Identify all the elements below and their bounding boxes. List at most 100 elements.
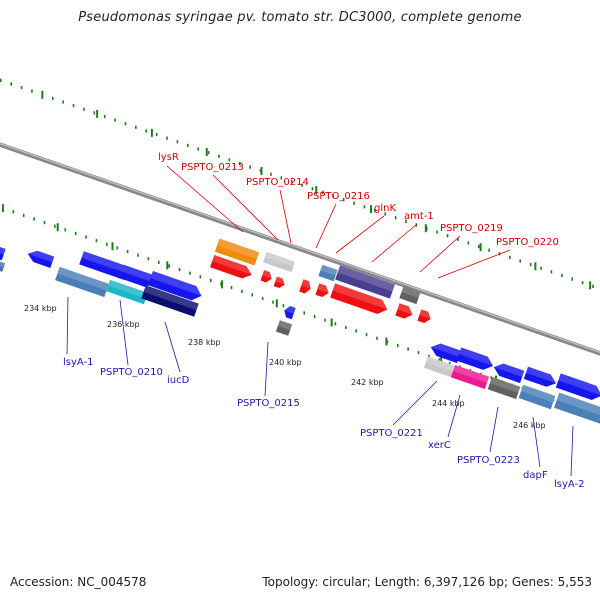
gene-arrow-gloss <box>419 309 431 319</box>
tick-label: 240 kbp <box>269 358 302 367</box>
gene-arrow <box>260 270 272 283</box>
gene-arrow-shape <box>523 366 557 387</box>
gene-arrow-gloss <box>493 363 525 377</box>
gene-arrow <box>456 347 494 370</box>
gene-arrow <box>493 363 525 384</box>
gene-arrow-gloss <box>114 264 153 282</box>
accession-text: Accession: NC_004578 <box>10 575 147 589</box>
gene-arrow-gloss <box>301 279 311 289</box>
gene-arrow <box>315 283 329 298</box>
gene-arrow <box>555 373 600 401</box>
leader-line-bottom <box>570 425 574 477</box>
gene-label-PSPTO_0214: PSPTO_0214 <box>246 177 309 188</box>
gene-block-shape <box>399 285 421 305</box>
gene-block-gloss <box>57 266 109 291</box>
leader-line-bottom <box>392 380 438 426</box>
gene-arrow <box>114 264 153 288</box>
gene-label-PSPTO_0223: PSPTO_0223 <box>457 455 520 466</box>
backbone-highlight <box>0 143 600 353</box>
gene-arrow-shape <box>330 283 388 314</box>
leader-line-top <box>212 174 279 241</box>
gene-block-shape <box>423 356 457 378</box>
genome-stats-text: Topology: circular; Length: 6,397,126 bp… <box>262 575 592 589</box>
gene-label-PSPTO_0219: PSPTO_0219 <box>440 223 503 234</box>
gene-label-PSPTO_0210: PSPTO_0210 <box>100 367 163 378</box>
gene-block-gloss <box>556 392 600 420</box>
gene-label-PSPTO_0220: PSPTO_0220 <box>496 237 559 248</box>
tick-label: 246 kbp <box>513 421 546 430</box>
gene-block-gloss <box>452 364 490 383</box>
leader-line-bottom <box>447 394 461 438</box>
gene-block-gloss <box>277 320 293 331</box>
leader-line-bottom <box>264 341 269 397</box>
leader-line-bottom <box>164 321 181 373</box>
gene-block-gloss <box>320 264 338 276</box>
gene-block-gloss <box>143 285 199 311</box>
leader-line-top <box>419 235 461 273</box>
gene-arrow-gloss <box>275 276 285 285</box>
gene-block <box>106 279 148 305</box>
gene-arrow-gloss <box>525 366 557 384</box>
gene-block-gloss <box>337 265 395 292</box>
gene-arrow <box>417 309 431 324</box>
leader-line-top <box>315 203 337 249</box>
gene-block-shape <box>335 265 395 299</box>
gene-label-lsyA-1: lsyA-1 <box>63 357 94 368</box>
gene-arrow-gloss <box>0 247 6 255</box>
gene-block <box>335 265 395 299</box>
gene-label-amt-1: amt-1 <box>404 211 434 222</box>
gene-block <box>55 266 109 298</box>
gene-block-gloss <box>217 238 260 259</box>
gene-block <box>399 285 421 305</box>
gene-arrow-gloss <box>332 283 388 310</box>
gene-arrow <box>0 247 6 261</box>
leader-line-top <box>166 165 244 233</box>
gene-block-gloss <box>108 279 148 299</box>
gene-arrow-shape <box>299 279 311 294</box>
gene-arrow <box>395 303 413 319</box>
gene-block <box>141 285 199 317</box>
gene-features <box>0 238 600 428</box>
label-leader-lines <box>66 165 574 477</box>
gene-block-shape <box>106 279 148 305</box>
gene-arrow-gloss <box>558 373 600 396</box>
gene-block-shape <box>487 376 521 400</box>
gene-block-shape <box>214 238 260 266</box>
gene-arrow <box>330 283 388 314</box>
gene-block <box>275 320 293 336</box>
gene-label-PSPTO_0213: PSPTO_0213 <box>181 162 244 173</box>
gene-arrow <box>299 279 311 294</box>
gene-arrow-gloss <box>27 250 55 263</box>
gene-arrow <box>284 306 296 320</box>
gene-arrow-shape <box>555 373 600 401</box>
gene-block-gloss <box>0 260 6 268</box>
gene-block-shape <box>141 285 199 317</box>
gene-block-gloss <box>520 384 556 403</box>
backbone-line <box>0 142 600 356</box>
gene-block <box>423 356 457 378</box>
tick-label: 238 kbp <box>188 338 221 347</box>
gene-arrow-shape <box>395 303 413 319</box>
gene-label-PSPTO_0221: PSPTO_0221 <box>360 428 423 439</box>
gene-block-shape <box>263 251 295 273</box>
backbone-strand <box>0 142 600 356</box>
gene-label-PSPTO_0215: PSPTO_0215 <box>237 398 300 409</box>
gene-label-PSPTO_0216: PSPTO_0216 <box>307 191 370 202</box>
gene-block-shape <box>275 320 293 336</box>
tick-label: 244 kbp <box>432 399 465 408</box>
leader-line-bottom <box>119 299 129 366</box>
gene-arrow-gloss <box>317 283 329 293</box>
gene-arrow-shape <box>417 309 431 324</box>
leader-line-top <box>335 215 385 254</box>
gene-block <box>518 384 556 410</box>
gene-block-gloss <box>425 356 457 372</box>
tick-label: 236 kbp <box>107 320 140 329</box>
leader-line-bottom <box>489 406 499 453</box>
gene-label-dapF: dapF <box>523 470 548 481</box>
gene-block-gloss <box>489 376 521 393</box>
gene-arrow <box>27 250 55 268</box>
gene-block <box>554 392 600 428</box>
gene-arrow-gloss <box>430 343 462 357</box>
leader-line-top <box>279 189 292 244</box>
